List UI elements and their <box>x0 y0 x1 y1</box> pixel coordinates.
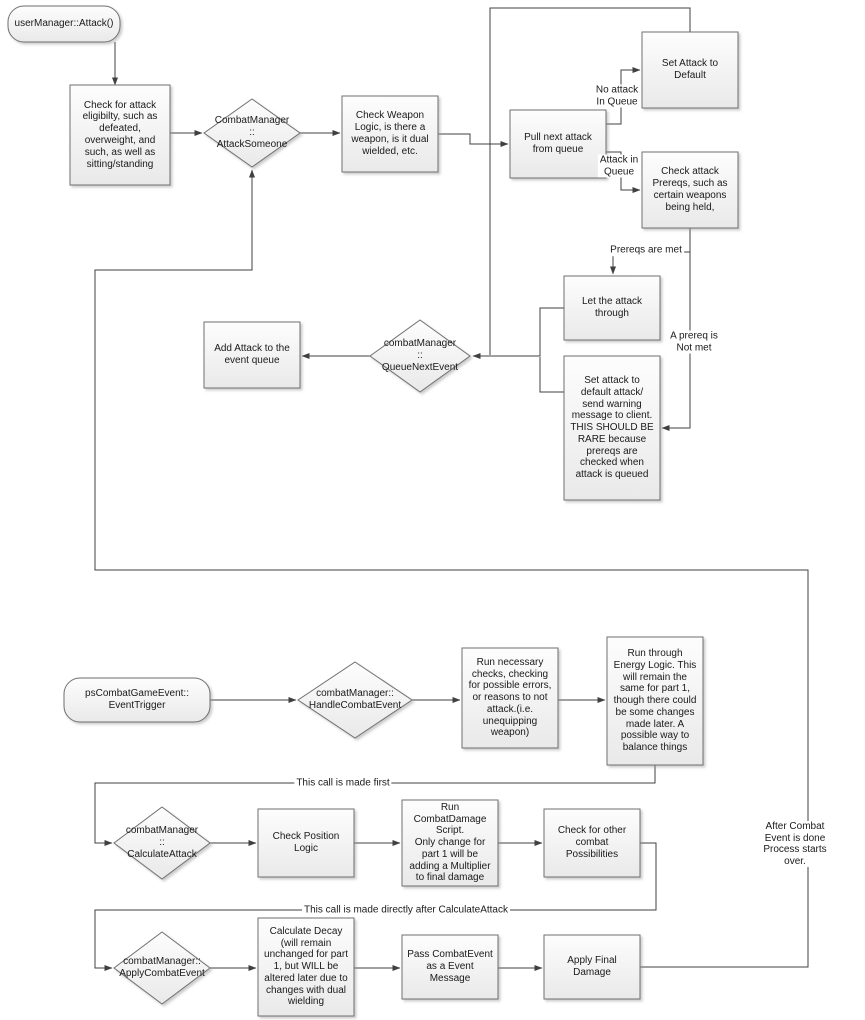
diamond-shape-combat-manager-attack-someone <box>203 98 301 168</box>
rect-shape-add-attack-to-queue <box>203 321 301 389</box>
terminator-shape-user-manager-attack <box>7 5 121 43</box>
rect-shape-let-attack-through <box>563 275 661 341</box>
edge-warning-to-queuenext <box>539 357 564 393</box>
node-label-queue-next-event: combatManager :: QueueNextEvent <box>381 338 459 373</box>
node-label-pull-next-attack: Pull next attack from queue <box>524 132 592 155</box>
node-label-check-position-logic: Check Position Logic <box>272 831 340 854</box>
diamond-shape-calculate-attack <box>113 806 211 880</box>
rect-shape-apply-final-damage <box>543 934 641 1000</box>
diamond-shape-handle-combat-event <box>297 661 413 739</box>
edge-label-call-made-after: This call is made directly after Calcula… <box>302 904 510 916</box>
edge-letthrough-to-queuenext <box>472 307 564 359</box>
node-label-let-attack-through: Let the attack through <box>581 296 643 319</box>
edge-label-prereqs-are-met: Prereqs are met <box>608 244 684 256</box>
edge-prereqs-to-warning <box>661 252 691 431</box>
rect-shape-run-combat-damage-script <box>401 799 499 887</box>
diamond-shape-queue-next-event <box>369 319 471 393</box>
rect-shape-calculate-decay <box>257 917 355 1017</box>
node-label-calculate-decay: Calculate Decay (will remain unchanged f… <box>264 925 348 1008</box>
rect-shape-check-weapon-logic <box>341 95 439 173</box>
edge-energylogic-to-calculateattack <box>94 765 656 846</box>
edge-label-attack-in-queue: Attack in Queue <box>597 154 641 178</box>
node-label-pass-combat-event: Pass CombatEvent as a Event Message <box>407 949 493 984</box>
rect-shape-check-attack-prereqs <box>641 151 739 229</box>
node-label-run-combat-damage-script: Run CombatDamage Script. Only change for… <box>409 801 491 884</box>
rect-shape-set-attack-to-default <box>641 31 739 109</box>
node-label-check-weapon-logic: Check Weapon Logic, is there a weapon, i… <box>351 110 429 157</box>
rect-shape-pass-combat-event <box>401 934 499 1000</box>
rect-shape-energy-logic <box>606 636 704 766</box>
rect-shape-check-position-logic <box>257 808 355 878</box>
edge-setdefault-loop-to-queuenext <box>489 7 691 355</box>
diamond-shape-apply-combat-event <box>113 931 211 1005</box>
node-label-calculate-attack: combatManager :: CalculateAttack <box>125 825 199 860</box>
node-label-user-manager-attack: userManager::Attack() <box>14 18 114 30</box>
node-label-apply-combat-event: combatManager:: ApplyCombatEvent <box>119 956 205 979</box>
shape-layer <box>7 5 739 1017</box>
node-label-add-attack-to-queue: Add Attack to the event queue <box>214 343 290 366</box>
edge-label-no-attack-in-queue: No attack In Queue <box>593 84 641 108</box>
edge-label-call-made-first: This call is made first <box>294 777 392 789</box>
rect-shape-check-attack-eligibility <box>69 84 171 186</box>
edge-label-process-starts-over: After Combat Event is done Process start… <box>760 821 830 867</box>
edge-label-prereq-not-met: A prereq is Not met <box>668 330 720 354</box>
connector-layer <box>94 7 809 971</box>
node-label-apply-final-damage: Apply Final Damage <box>567 955 617 978</box>
edge-weaponlogic-to-pullnext <box>438 133 509 147</box>
node-label-energy-logic: Run through Energy Logic. This will rema… <box>613 647 697 754</box>
rect-shape-run-necessary-checks <box>461 647 559 749</box>
node-label-check-other-combat: Check for other combat Possibilities <box>557 825 627 860</box>
node-label-set-attack-to-default: Set Attack to Default <box>661 58 719 81</box>
rect-shape-set-default-warning <box>563 355 661 501</box>
rect-shape-pull-next-attack <box>509 109 607 179</box>
terminator-shape-ps-combat-game-event-trigger <box>63 677 211 723</box>
rect-shape-check-other-combat <box>543 808 641 878</box>
node-label-set-default-warning: Set attack to default attack/ send warni… <box>570 374 654 481</box>
node-label-ps-combat-game-event-trigger: psCombatGameEvent:: EventTrigger <box>85 688 189 711</box>
node-label-check-attack-eligibility: Check for attack eligibilty, such as def… <box>82 99 158 170</box>
node-label-check-attack-prereqs: Check attack Prereqs, such as certain we… <box>652 166 728 213</box>
node-label-handle-combat-event: combatManager:: HandleCombatEvent <box>308 688 402 711</box>
node-label-run-necessary-checks: Run necessary checks, checking for possi… <box>468 656 552 739</box>
edge-restart-loop <box>94 169 809 968</box>
node-label-combat-manager-attack-someone: CombatManager :: AttackSomeone <box>214 115 290 150</box>
